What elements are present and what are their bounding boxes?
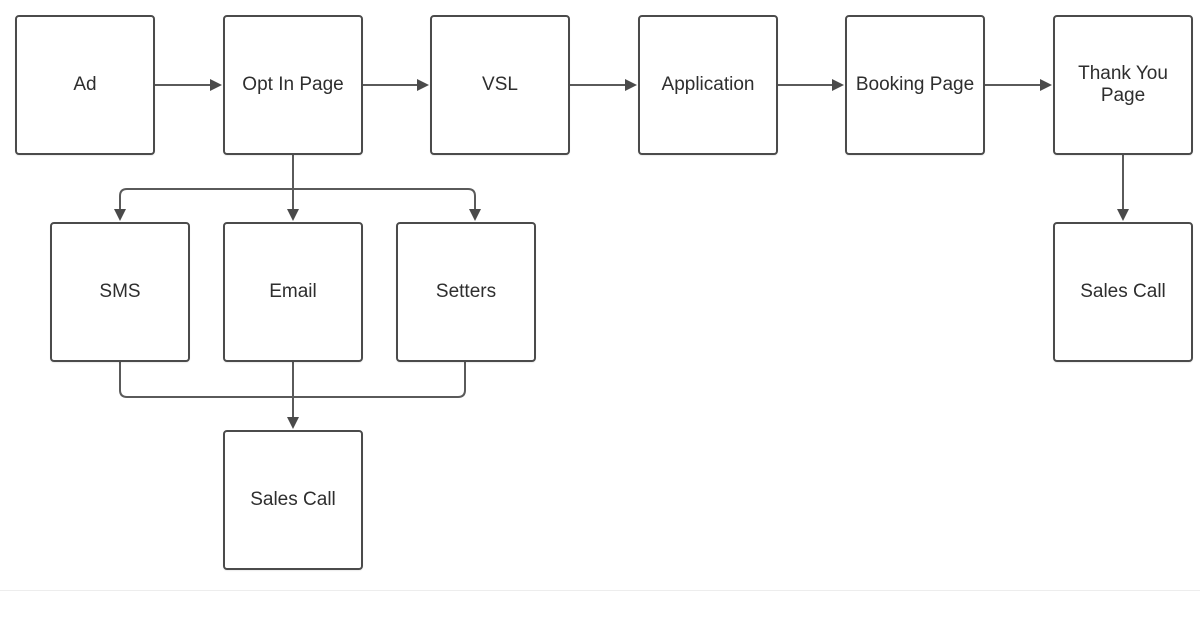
node-setters-label: Setters [435, 281, 497, 302]
node-booking-page-label: Booking Page [855, 74, 975, 95]
node-sales-call-right[interactable]: Sales Call [1053, 222, 1193, 362]
edge-booking-page-to-thank-you-page [985, 79, 1052, 91]
edge-merge-to-sales-call [119, 362, 466, 429]
bottom-whitespace-band [0, 590, 1200, 631]
node-sms-label: SMS [99, 281, 141, 302]
node-sms[interactable]: SMS [50, 222, 190, 362]
edge-application-to-booking-page [778, 79, 844, 91]
edge-ad-to-opt-in-page [155, 79, 222, 91]
node-email[interactable]: Email [223, 222, 363, 362]
edge-opt-in-page-to-vsl [363, 79, 429, 91]
node-booking-page[interactable]: Booking Page [845, 15, 985, 155]
node-application[interactable]: Application [638, 15, 778, 155]
node-sales-call-left[interactable]: Sales Call [223, 430, 363, 570]
node-opt-in-page-label: Opt In Page [242, 74, 344, 95]
node-ad[interactable]: Ad [15, 15, 155, 155]
node-sales-call-left-label: Sales Call [250, 489, 336, 510]
node-ad-label: Ad [73, 74, 97, 95]
node-email-label: Email [269, 281, 317, 302]
node-setters[interactable]: Setters [396, 222, 536, 362]
edge-opt-in-page-fanout [114, 155, 481, 221]
node-vsl-label: VSL [482, 74, 518, 95]
node-opt-in-page[interactable]: Opt In Page [223, 15, 363, 155]
edge-thank-you-page-to-sales-call [1117, 155, 1129, 221]
edge-vsl-to-application [570, 79, 637, 91]
node-thank-you-page-label: Thank You Page [1078, 63, 1168, 106]
node-vsl[interactable]: VSL [430, 15, 570, 155]
node-thank-you-page[interactable]: Thank You Page [1053, 15, 1193, 155]
node-application-label: Application [661, 74, 755, 95]
node-sales-call-right-label: Sales Call [1080, 281, 1166, 302]
